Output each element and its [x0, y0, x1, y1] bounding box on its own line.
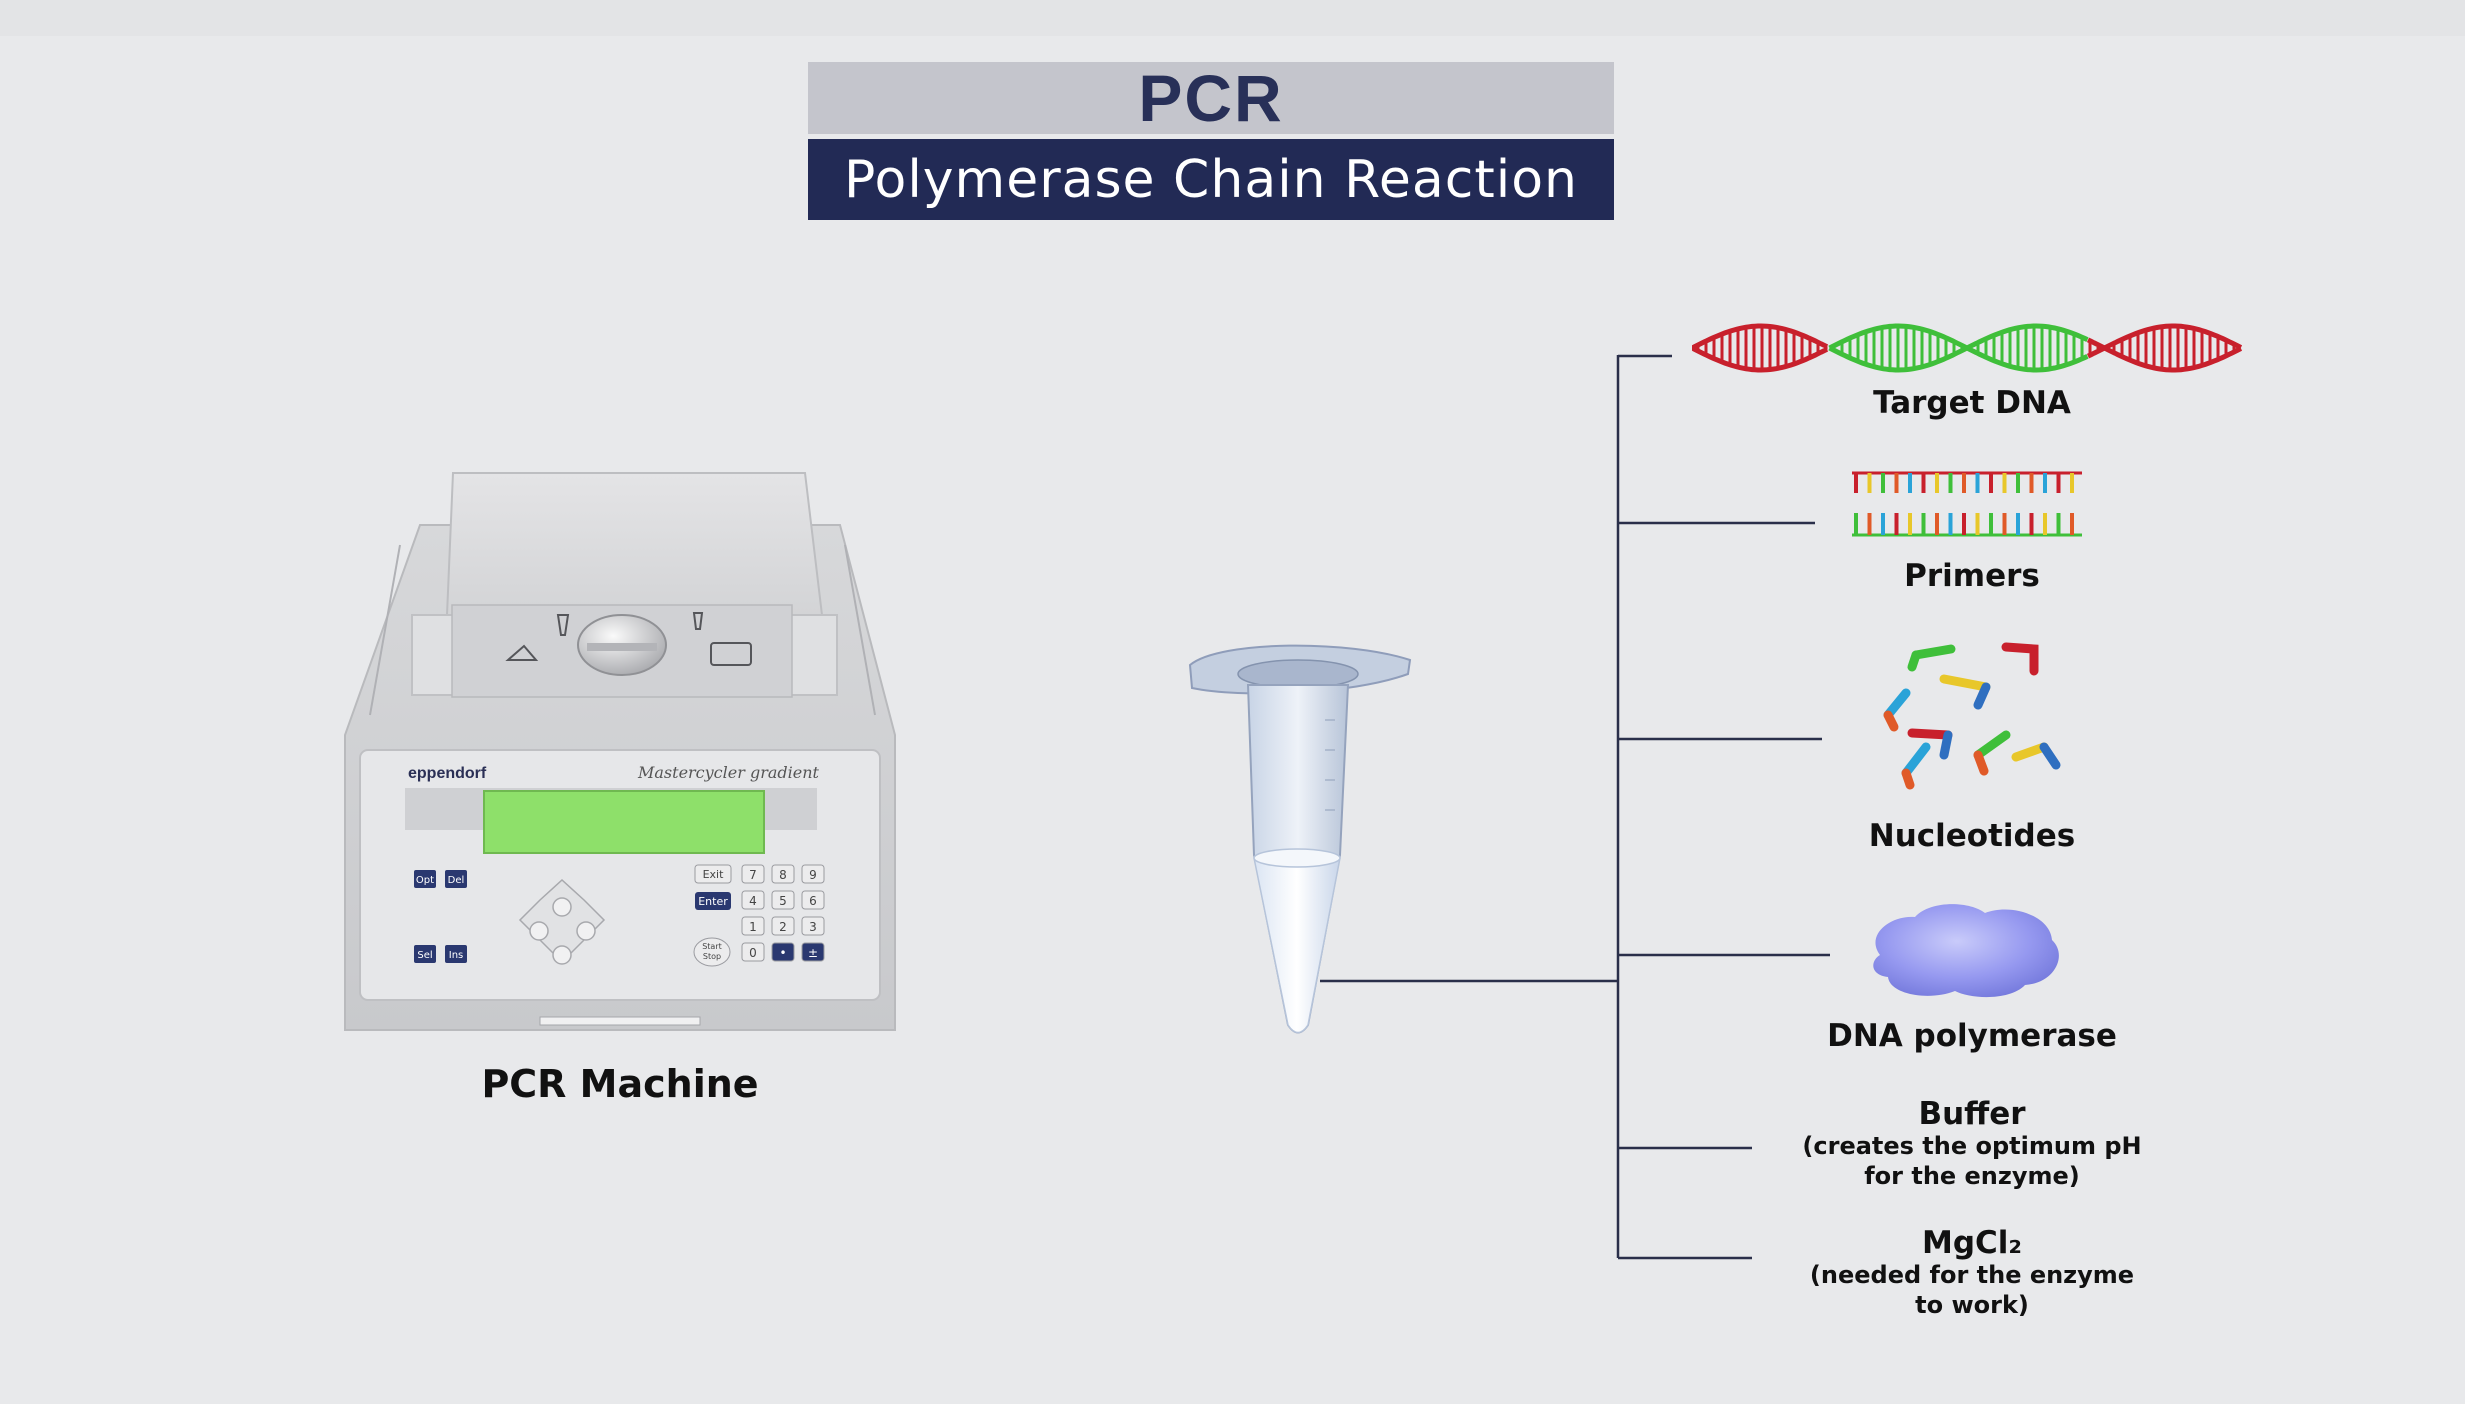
mgcl2-note-line1: (needed for the enzyme — [1809, 1261, 2135, 1289]
buffer-note-line1: (creates the optimum pH — [1802, 1132, 2142, 1160]
mgcl2-note-line2: to work) — [1915, 1291, 2029, 1319]
machine-brand: eppendorf — [408, 765, 487, 782]
machine-digit-key: 8 — [779, 868, 787, 882]
primers-label: Primers — [1904, 558, 2040, 594]
target-dna-label: Target DNA — [1873, 385, 2071, 421]
svg-text:Stop: Stop — [703, 952, 721, 961]
machine-digit-key: • — [779, 946, 786, 960]
machine-digit-key: 7 — [749, 868, 757, 882]
machine-digit-key: ± — [808, 946, 818, 960]
mgcl2-label: MgCl₂ — [1922, 1225, 2022, 1261]
dna-helix-icon — [1692, 323, 2242, 373]
nucleotides-label: Nucleotides — [1868, 818, 2076, 854]
machine-digit-key: 0 — [749, 946, 757, 960]
machine-digit-key: 9 — [809, 868, 817, 882]
machine-display — [483, 790, 765, 854]
pcr-machine-label: PCR Machine — [481, 1062, 759, 1106]
machine-digit-key: 1 — [749, 920, 757, 934]
dna-polymerase-label: DNA polymerase — [1827, 1018, 2117, 1054]
nucleotides-icon — [1883, 642, 2061, 790]
buffer-label: Buffer — [1918, 1096, 2026, 1132]
primers-icon — [1852, 471, 2082, 537]
pcr-machine-icon: eppendorf Mastercycler gradient Opt Del … — [344, 472, 896, 1031]
machine-digit-key: 4 — [749, 894, 757, 908]
machine-digit-key: 3 — [809, 920, 817, 934]
machine-digit-key: 2 — [779, 920, 787, 934]
svg-text:Opt: Opt — [416, 875, 434, 886]
reaction-tube-icon — [1188, 644, 1412, 1034]
buffer-note-line2: for the enzyme) — [1864, 1162, 2080, 1190]
top-bar — [0, 0, 2465, 36]
machine-digit-key: 5 — [779, 894, 787, 908]
svg-text:Del: Del — [448, 875, 465, 886]
machine-model: Mastercycler gradient — [637, 763, 820, 782]
title-abbreviation: PCR — [808, 61, 1614, 135]
title-full-name: Polymerase Chain Reaction — [808, 139, 1614, 220]
machine-digit-key: 6 — [809, 894, 817, 908]
svg-text:Ins: Ins — [449, 950, 464, 961]
svg-text:Enter: Enter — [698, 895, 728, 908]
svg-text:Exit: Exit — [703, 868, 725, 881]
svg-text:Start: Start — [702, 942, 722, 951]
svg-text:Sel: Sel — [417, 950, 432, 961]
polymerase-blob-icon — [1873, 904, 2059, 998]
